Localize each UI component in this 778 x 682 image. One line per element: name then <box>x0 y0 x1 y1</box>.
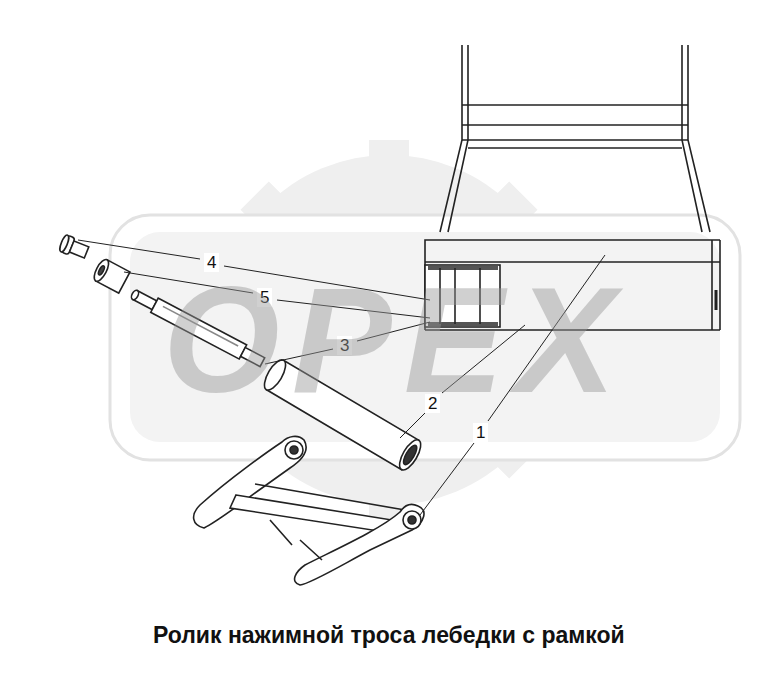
bolt <box>58 234 90 261</box>
roller-frame <box>194 436 424 585</box>
caption: Ролик нажимной троса лебедки с рамкой <box>153 623 625 648</box>
watermark: OPEX <box>163 265 628 415</box>
bushing <box>91 257 130 293</box>
watermark-gear <box>110 140 740 520</box>
callout-number: 1 <box>473 423 488 442</box>
